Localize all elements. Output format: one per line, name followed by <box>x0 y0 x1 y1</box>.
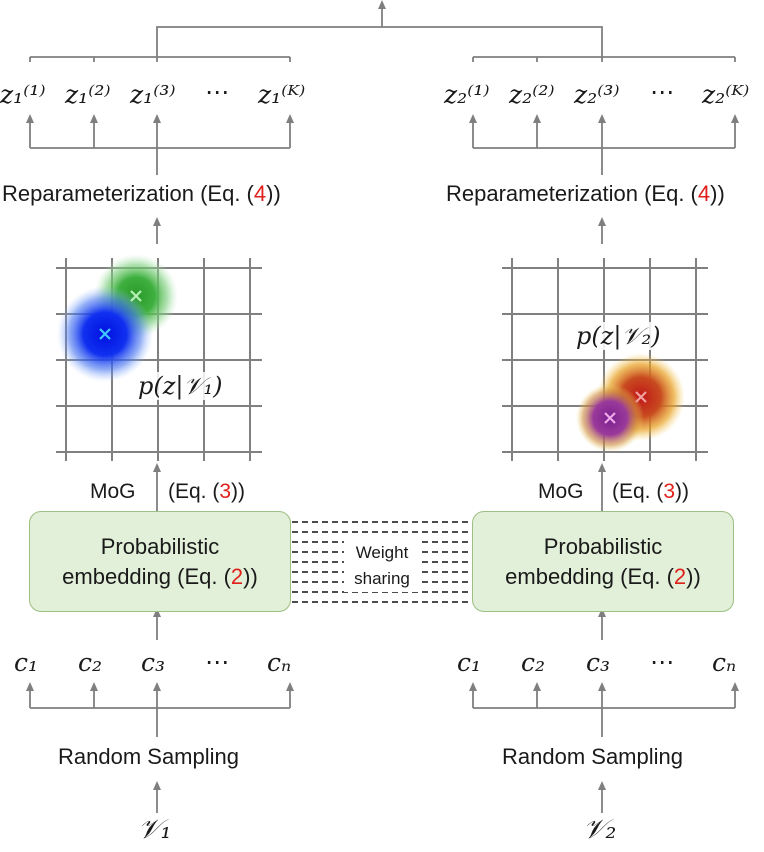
left-embedding-eq: embedding (Eq. (2)) <box>62 563 258 589</box>
right-input-set: 𝒱₂ <box>583 814 617 845</box>
right-mog-eq: (Eq. (3)) <box>612 480 690 503</box>
left-mog-label: MoG <box>90 480 136 503</box>
right-density-grid <box>502 258 708 461</box>
left-z-ellipsis: ⋯ <box>205 79 229 106</box>
right-embedding-eq: embedding (Eq. (2)) <box>505 563 701 589</box>
left-c-item-3: c₃ <box>141 648 166 677</box>
right-density-label: p(z|𝒱₂) <box>574 322 663 350</box>
right-c-item-3: c₃ <box>586 648 611 677</box>
right-mog-label: MoG <box>538 480 584 503</box>
left-c-ellipsis: ⋯ <box>205 649 229 676</box>
left-z-sample-3: z₁⁽³⁾ <box>130 80 176 109</box>
left-input-set: 𝒱₁ <box>138 814 172 845</box>
purple-mean-marker <box>604 412 616 424</box>
top-merge-bracket <box>156 26 603 57</box>
left-density-label: p(z|𝒱₁) <box>136 372 225 400</box>
left-embedding-box: Probabilistic embedding (Eq. (2)) <box>29 511 291 612</box>
right-c-item-2: c₂ <box>521 648 546 677</box>
right-random-sampling-label: Random Sampling <box>502 744 683 769</box>
right-reparameterization-label: Reparameterization (Eq. (4)) <box>446 181 725 206</box>
left-reparameterization-label: Reparameterization (Eq. (4)) <box>2 181 281 206</box>
left-density-grid <box>56 254 262 461</box>
right-z-sample-2: z₂⁽²⁾ <box>509 80 555 109</box>
red-mean-marker <box>635 391 647 403</box>
green-mean-marker <box>130 290 142 302</box>
left-random-sampling-label: Random Sampling <box>58 744 239 769</box>
left-c-item-n: cₙ <box>267 648 292 677</box>
right-z-sample-1: z₂⁽¹⁾ <box>444 80 490 109</box>
left-mog-eq: (Eq. (3)) <box>168 480 246 503</box>
right-z-sample-3: z₂⁽³⁾ <box>574 80 620 109</box>
left-z-sample-2: z₁⁽²⁾ <box>65 80 111 109</box>
right-z-ellipsis: ⋯ <box>650 79 674 106</box>
left-z-sample-1: z₁⁽¹⁾ <box>0 80 46 109</box>
right-c-ellipsis: ⋯ <box>650 649 674 676</box>
left-c-item-1: c₁ <box>14 648 39 677</box>
connector-lines <box>26 0 739 813</box>
left-z-sample-k: z₁⁽ᴷ⁾ <box>258 80 306 109</box>
right-c-item-1: c₁ <box>457 648 482 677</box>
blue-mean-marker <box>99 328 111 340</box>
right-z-sample-k: z₂⁽ᴷ⁾ <box>702 80 750 109</box>
right-embedding-title: Probabilistic <box>543 533 663 559</box>
left-embedding-title: Probabilistic <box>100 533 220 559</box>
right-embedding-box: Probabilistic embedding (Eq. (2)) <box>472 511 734 612</box>
left-c-item-2: c₂ <box>78 648 103 677</box>
right-c-item-n: cₙ <box>712 648 737 677</box>
